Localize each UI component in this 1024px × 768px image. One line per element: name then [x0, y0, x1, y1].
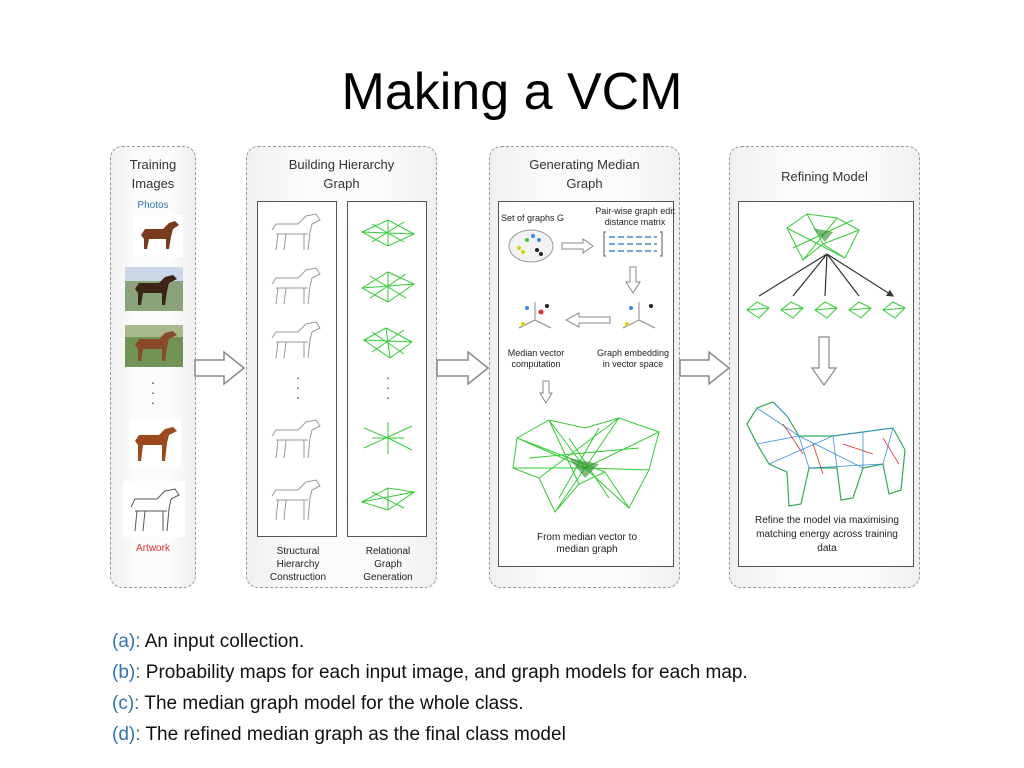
panel-title-hierarchy: Building Hierarchy Graph: [288, 157, 395, 191]
graph-icon: [360, 271, 416, 303]
panel-title-refining: Refining Model: [781, 169, 868, 184]
median-vector-label: Median vector computation: [507, 348, 565, 369]
graph-icon: [360, 487, 416, 511]
median-graph-icon: [512, 417, 660, 513]
set-of-graphs-label: Set of graphs G: [501, 213, 565, 223]
panel-title-training: Training Images: [129, 157, 177, 191]
graph-icon: [746, 301, 906, 319]
legend-item-c: (c): The median graph model for the whol…: [112, 688, 748, 719]
photos-label: Photos: [137, 200, 169, 211]
structural-hierarchy-box: ···: [257, 201, 337, 537]
panel-hierarchy-graph: Building Hierarchy Graph ··· ··· Structu…: [246, 146, 437, 588]
legend-text-b: Probability maps for each input image, a…: [145, 662, 748, 683]
refine-caption: Refine the model via maximising matching…: [755, 515, 899, 554]
legend-item-a: (a): An input collection.: [112, 626, 748, 657]
median-graph-box: Set of graphs G Pair-wise graph edit dis…: [498, 201, 675, 567]
small-arrow-icon: [561, 238, 594, 254]
left-arrow-icon: [565, 312, 611, 328]
embedding-label: Graph embedding in vector space: [596, 348, 670, 369]
down-arrow-icon: [625, 266, 641, 294]
caption-relational: Relational Graph Generation: [363, 546, 413, 583]
down-arrow-icon: [539, 380, 553, 404]
horse-sketch-icon: [271, 267, 321, 305]
panel-median-graph: Generating Median Graph Set of graphs G …: [489, 146, 680, 588]
horse-photo-icon: [125, 267, 183, 311]
horse-sketch-icon: [271, 213, 321, 251]
horse-photo-icon: [133, 215, 183, 257]
horse-painting-icon: [129, 419, 181, 467]
relational-graph-box: ···: [347, 201, 427, 537]
block-arrow-icon: [436, 350, 490, 386]
panel-refining-model: Refining Model Refine the model via maxi…: [729, 146, 920, 588]
median-vector-plot-icon: [518, 302, 552, 329]
graph-icon: [363, 422, 413, 454]
horse-sketch-icon: [123, 481, 185, 537]
graph-icon: [363, 327, 413, 359]
legend-key-d: (d):: [112, 724, 141, 745]
horse-sketch-icon: [271, 419, 321, 459]
matrix-icon: [603, 231, 663, 257]
horse-sketch-icon: [271, 479, 321, 521]
legend-item-b: (b): Probability maps for each input ima…: [112, 657, 748, 688]
graph-icon: [360, 219, 416, 247]
refined-horse-graph-icon: [746, 401, 906, 507]
artwork-label: Artwork: [136, 543, 170, 554]
caption-structural: Structural Hierarchy Construction: [269, 546, 327, 583]
legend-key-a: (a):: [112, 631, 141, 652]
ellipsis-dots: ···: [385, 369, 391, 405]
from-median-label: From median vector to median graph: [536, 532, 638, 555]
legend-text-c: The median graph model for the whole cla…: [144, 693, 524, 714]
branch-arrows-icon: [758, 253, 907, 302]
panel-training-images: Training Images Photos ··· Artwork: [110, 146, 196, 588]
legend-item-d: (d): The refined median graph as the fin…: [112, 719, 748, 750]
matrix-label: Pair-wise graph edit distance matrix: [595, 206, 675, 227]
legend-key-c: (c):: [112, 693, 140, 714]
embedding-plot-icon: [622, 302, 656, 329]
slide-title: Making a VCM: [341, 63, 683, 121]
legend-key-b: (b):: [112, 662, 141, 683]
panel-title-median: Generating Median Graph: [529, 157, 640, 191]
legend-text-d: The refined median graph as the final cl…: [145, 724, 566, 745]
legend: (a): An input collection. (b): Probabili…: [112, 626, 748, 750]
ellipsis-dots: ···: [295, 369, 301, 405]
block-arrow-icon: [679, 350, 731, 386]
horse-photo-icon: [125, 325, 183, 367]
down-arrow-icon: [811, 336, 837, 386]
horse-sketch-icon: [271, 321, 321, 359]
ellipsis-dots: ···: [150, 374, 156, 410]
block-arrow-icon: [194, 350, 246, 386]
refining-box: Refine the model via maximising matching…: [738, 201, 914, 567]
legend-text-a: An input collection.: [144, 631, 305, 652]
median-graph-icon: [786, 213, 860, 261]
graph-set-icon: [508, 229, 554, 263]
